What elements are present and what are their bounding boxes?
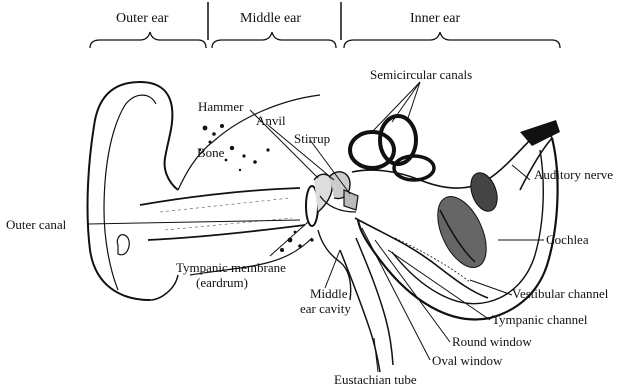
label-eustachian-tube: Eustachian tube <box>334 373 417 387</box>
pinna <box>88 82 178 300</box>
label-tympanic-channel: Tympanic channel <box>492 313 587 327</box>
label-outer-canal: Outer canal <box>6 218 66 232</box>
label-stirrup: Stirrup <box>294 132 330 146</box>
section-inner-ear: Inner ear <box>410 12 460 26</box>
label-vestibular-channel: Vestibular channel <box>512 287 608 301</box>
ossicles <box>306 172 358 226</box>
label-bone: Bone <box>197 146 224 160</box>
label-auditory-nerve: Auditory nerve <box>534 168 613 182</box>
label-anvil: Anvil <box>256 114 286 128</box>
outer-canal <box>140 188 305 240</box>
section-middle-ear: Middle ear <box>240 12 301 26</box>
label-tympanic-membrane: Tympanic membrane <box>176 261 286 275</box>
label-middle-ear-cavity-2: ear cavity <box>300 302 351 316</box>
brace-inner-ear <box>344 32 560 48</box>
label-middle-ear-cavity-1: Middle <box>310 287 348 301</box>
label-eardrum: (eardrum) <box>196 276 248 290</box>
brace-middle-ear <box>212 32 336 48</box>
label-cochlea: Cochlea <box>546 233 589 247</box>
label-semicircular-canals: Semicircular canals <box>370 68 472 82</box>
label-round-window: Round window <box>452 335 532 349</box>
label-oval-window: Oval window <box>432 354 502 368</box>
section-outer-ear: Outer ear <box>116 12 168 26</box>
label-hammer: Hammer <box>198 100 243 114</box>
brace-outer-ear <box>90 32 206 48</box>
